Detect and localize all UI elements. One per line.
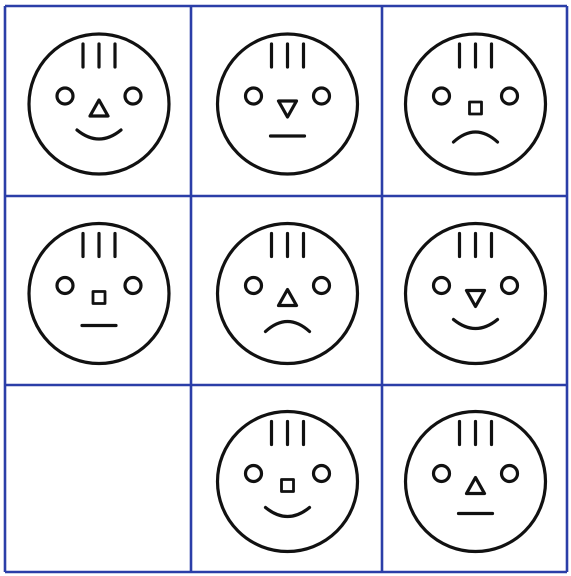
puzzle-background [0, 0, 571, 576]
face-pattern-puzzle [0, 0, 571, 576]
